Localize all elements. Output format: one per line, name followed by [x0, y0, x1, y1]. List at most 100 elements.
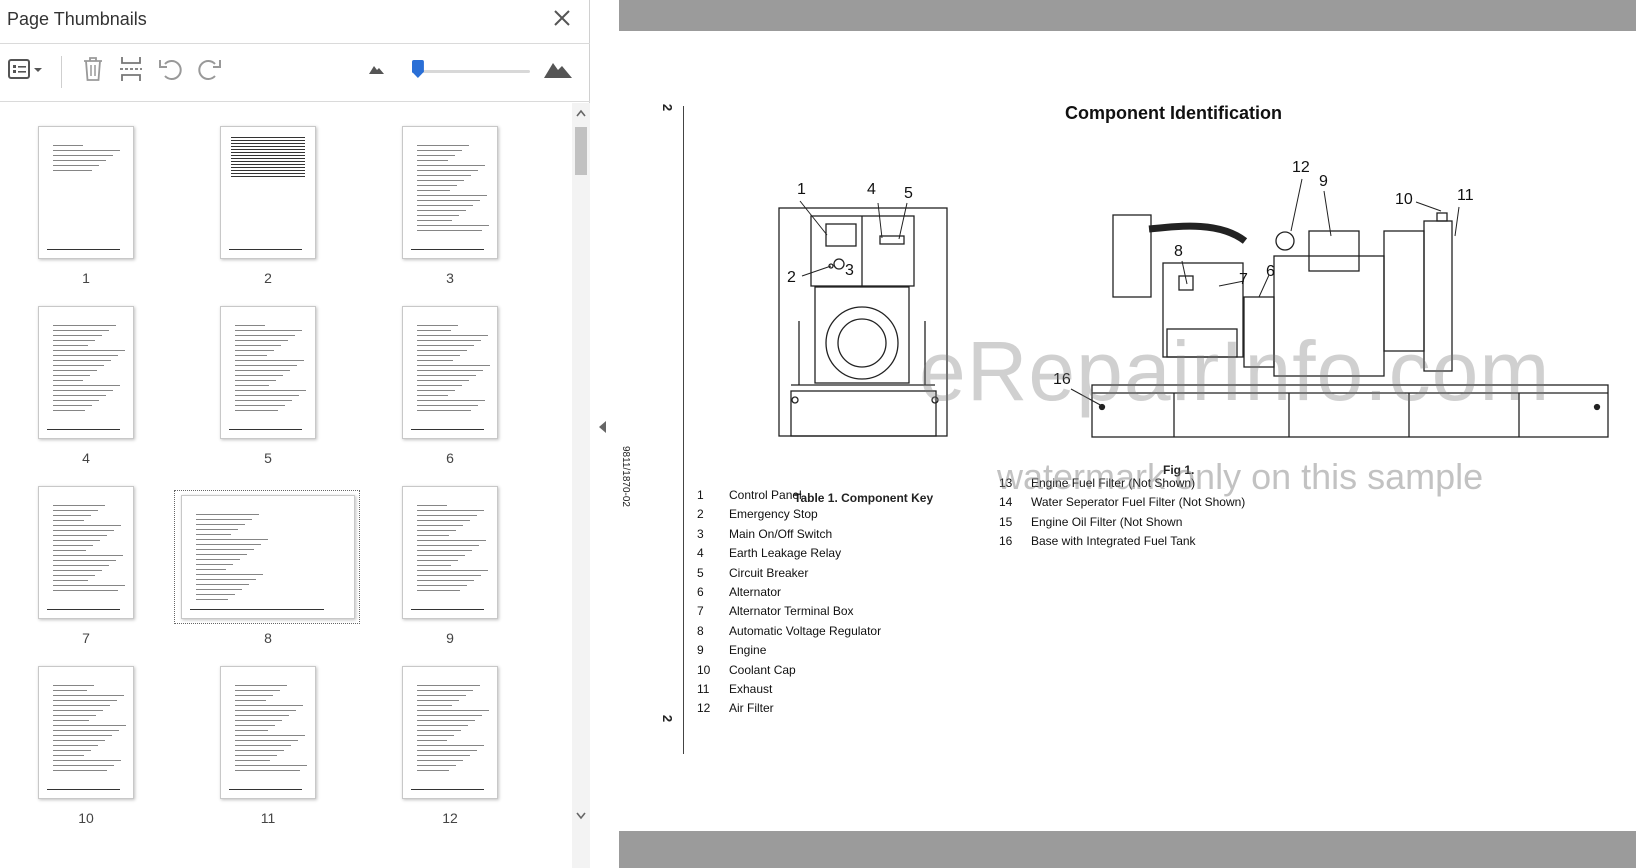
- insert-pages-button[interactable]: [114, 54, 148, 88]
- thumbnail-page-number: 10: [78, 810, 94, 826]
- scrollbar-thumb[interactable]: [575, 127, 587, 175]
- component-number: 15: [999, 514, 1013, 529]
- page-thumbnails-panel: Page Thumbnails: [0, 0, 590, 868]
- rotate-counterclockwise-button[interactable]: [153, 54, 187, 88]
- preview-line: [53, 410, 85, 411]
- preview-line: [53, 570, 102, 571]
- preview-line: [417, 550, 472, 551]
- preview-line: [417, 745, 484, 746]
- page-thumbnail[interactable]: 12: [355, 640, 545, 826]
- page-thumbnail[interactable]: 7: [0, 460, 181, 646]
- document-viewport[interactable]: 2 9811/1870-02 2 Component Identificatio…: [619, 0, 1636, 868]
- zoom-in-thumbnails-button[interactable]: [541, 54, 575, 88]
- preview-line: [417, 150, 462, 151]
- component-label: Main On/Off Switch: [729, 526, 833, 541]
- thumbnail-scrollbar[interactable]: [572, 103, 590, 868]
- scroll-up-button[interactable]: [576, 108, 586, 118]
- preview-line: [53, 590, 118, 591]
- preview-line: [196, 599, 228, 600]
- preview-line: [417, 740, 447, 741]
- preview-line: [53, 505, 105, 506]
- preview-line: [417, 690, 473, 691]
- component-number: 8: [697, 623, 704, 638]
- preview-line: [53, 575, 95, 576]
- preview-line: [53, 585, 125, 586]
- preview-line: [53, 385, 120, 386]
- preview-line: [417, 705, 452, 706]
- close-panel-button[interactable]: [548, 6, 576, 34]
- preview-line: [235, 395, 299, 396]
- zoom-out-thumbnails-button[interactable]: [360, 54, 394, 88]
- page-thumbnail[interactable]: 10: [0, 640, 181, 826]
- preview-line: [235, 690, 280, 691]
- page-thumbnail[interactable]: 8: [173, 460, 363, 646]
- thumbnail-page-number: 1: [82, 270, 90, 286]
- delete-pages-button[interactable]: [76, 54, 110, 88]
- preview-line: [417, 735, 454, 736]
- thumbnail-page-number: 7: [82, 630, 90, 646]
- thumbnail-page-preview: [402, 126, 498, 259]
- callout-3: 3: [845, 262, 854, 279]
- component-number: 14: [999, 495, 1013, 510]
- preview-line: [235, 765, 307, 766]
- preview-line: [53, 760, 121, 761]
- page-thumbnail[interactable]: 4: [0, 280, 181, 466]
- thumbnail-page-number: 2: [264, 270, 272, 286]
- component-number: 11: [697, 682, 710, 696]
- preview-line: [417, 575, 481, 576]
- page-thumbnail[interactable]: 5: [173, 280, 363, 466]
- preview-line: [235, 345, 281, 346]
- callout-8: 8: [1174, 243, 1183, 260]
- preview-line: [235, 405, 285, 406]
- page-thumbnail[interactable]: 2: [173, 103, 363, 286]
- preview-line: [53, 565, 109, 566]
- preview-line: [417, 400, 485, 401]
- selection-frame: [174, 490, 360, 624]
- preview-line: [53, 715, 96, 716]
- page-thumbnail[interactable]: 3: [355, 103, 545, 286]
- preview-footer-line: [229, 429, 303, 430]
- thumbnail-size-slider[interactable]: [411, 60, 530, 78]
- page-thumbnail[interactable]: 11: [173, 640, 363, 826]
- preview-line: [53, 510, 98, 511]
- preview-line: [417, 390, 455, 391]
- preview-line: [417, 325, 458, 326]
- collapse-panel-button[interactable]: [597, 420, 607, 439]
- preview-footer-line: [47, 249, 121, 250]
- preview-line: [417, 570, 488, 571]
- preview-line: [417, 710, 489, 711]
- preview-line: [196, 569, 226, 570]
- caret-left-icon: [597, 421, 607, 438]
- panel-splitter[interactable]: [591, 0, 619, 868]
- page-thumbnail[interactable]: 1: [0, 103, 181, 286]
- preview-line: [53, 515, 91, 516]
- thumbnail-toolbar: [0, 44, 590, 102]
- preview-line: [53, 690, 87, 691]
- scroll-down-button[interactable]: [576, 811, 586, 821]
- list-options-icon: [6, 57, 46, 86]
- thumbnail-page-preview: [38, 486, 134, 619]
- preview-line: [53, 545, 93, 546]
- preview-line: [53, 705, 110, 706]
- preview-line: [235, 730, 268, 731]
- thumbnail-page-number: 9: [446, 630, 454, 646]
- thumbnail-page-preview: [220, 306, 316, 439]
- preview-footer-line: [229, 249, 303, 250]
- rotate-clockwise-button[interactable]: [193, 54, 227, 88]
- preview-line: [417, 200, 480, 201]
- page-thumbnail[interactable]: 9: [355, 460, 545, 646]
- preview-line: [235, 770, 300, 771]
- preview-line: [53, 360, 111, 361]
- insert-page-icon: [118, 55, 144, 88]
- preview-footer-line: [47, 609, 121, 610]
- options-menu-button[interactable]: [4, 54, 48, 88]
- preview-line: [235, 695, 273, 696]
- page-thumbnail[interactable]: 6: [355, 280, 545, 466]
- slider-handle[interactable]: [411, 60, 424, 78]
- preview-line: [196, 544, 261, 545]
- preview-line: [417, 410, 471, 411]
- component-number: 5: [697, 565, 704, 580]
- preview-line: [417, 350, 467, 351]
